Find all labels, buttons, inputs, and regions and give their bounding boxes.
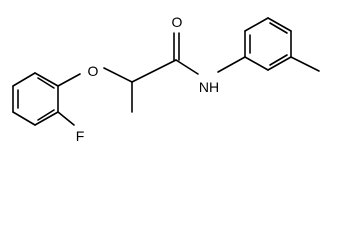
oxygen-ether-label: O	[86, 63, 100, 79]
bond-ch-co	[131, 59, 177, 83]
bond-n-ring	[217, 56, 246, 73]
fluorine-label: F	[74, 128, 86, 144]
bond-ring1-f	[34, 72, 59, 87]
bond-ring1-c	[12, 111, 36, 126]
bond-ring2-b	[244, 17, 269, 32]
molecule-structure-diagram: O O F NH	[12, 14, 320, 144]
bond-c-n	[175, 59, 199, 75]
bond-ring2-c	[267, 17, 292, 32]
bond-ring2-methyl	[290, 56, 320, 72]
bond-layer	[12, 17, 320, 126]
bond-ring1-inner-b	[37, 109, 55, 121]
bond-ring2-f	[244, 56, 269, 71]
bond-o-ch	[103, 67, 133, 83]
bond-ring2-inner-b	[269, 22, 288, 34]
bond-ring2-e	[267, 56, 292, 71]
bond-ring1-d	[34, 111, 59, 126]
bond-ring-o	[57, 73, 81, 87]
bond-ring1-a	[12, 72, 36, 87]
oxygen-carbonyl-label: O	[170, 14, 184, 30]
bond-c-f	[57, 111, 75, 126]
bond-ring2-inner-c	[269, 54, 288, 66]
bond-ring1-inner-c	[37, 77, 55, 89]
amide-nh-label: NH	[197, 79, 221, 95]
